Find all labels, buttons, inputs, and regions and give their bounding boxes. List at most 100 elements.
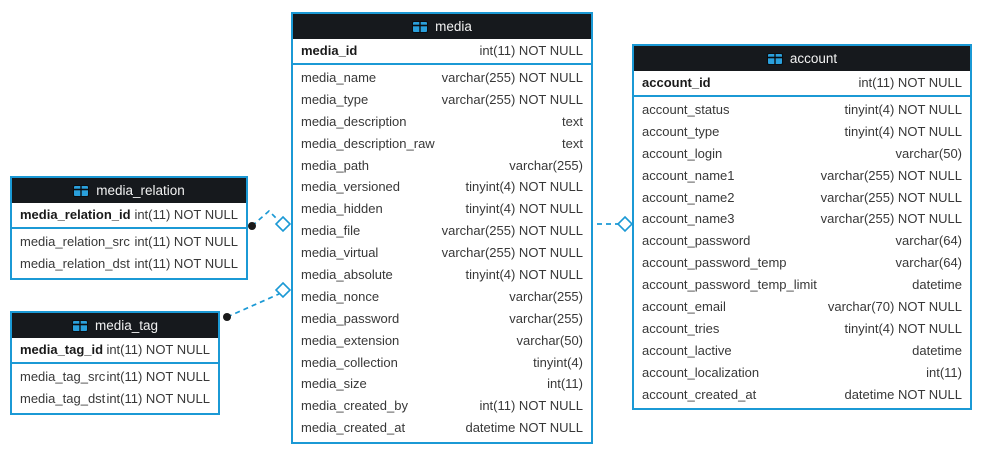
table-title: media_tag — [94, 318, 159, 333]
table-row[interactable]: account_name2 varchar(255) NOT NULL — [634, 187, 970, 209]
table-row[interactable]: account_localization int(11) — [634, 362, 970, 384]
relation-endpoint-diamond — [274, 281, 292, 299]
column-type: int(11) NOT NULL — [106, 390, 210, 406]
table-header[interactable]: account — [634, 46, 970, 71]
column-type: varchar(64) — [895, 255, 962, 271]
table-row[interactable]: media_collection tinyint(4) — [293, 352, 591, 374]
column-name: media_created_by — [301, 398, 408, 414]
column-name: media_size — [301, 376, 367, 392]
column-name: media_nonce — [301, 288, 380, 304]
column-type: tinyint(4) NOT NULL — [844, 320, 962, 336]
column-name: account_localization — [642, 364, 760, 380]
column-type: varchar(255) — [509, 288, 583, 304]
relation-endpoint-diamond — [616, 215, 634, 233]
table-row[interactable]: media_type varchar(255) NOT NULL — [293, 89, 591, 111]
column-name: account_login — [642, 145, 723, 161]
column-type: tinyint(4) NOT NULL — [465, 267, 583, 283]
column-name: media_versioned — [301, 179, 401, 195]
column-type: varchar(255) NOT NULL — [820, 189, 962, 205]
table-media-relation[interactable]: media_relation media_relation_id int(11)… — [10, 176, 248, 280]
column-name: account_password_temp — [642, 255, 787, 271]
column-name: media_relation_id — [20, 207, 131, 222]
column-type: varchar(255) NOT NULL — [441, 223, 583, 239]
relation-media-tag-to-media[interactable] — [223, 281, 292, 321]
table-account[interactable]: account account_id int(11) NOT NULL acco… — [632, 44, 972, 411]
table-media-tag[interactable]: media_tag media_tag_id int(11) NOT NULL … — [10, 311, 220, 415]
table-title: media — [435, 19, 472, 34]
column-name: media_name — [301, 70, 377, 85]
column-type: varchar(255) NOT NULL — [441, 70, 583, 85]
column-name: media_id — [301, 43, 358, 58]
primary-key-row[interactable]: media_id int(11) NOT NULL — [293, 39, 591, 65]
primary-key-row[interactable]: account_id int(11) NOT NULL — [634, 71, 970, 97]
relation-media-relation-to-media[interactable] — [248, 209, 292, 233]
column-type: int(11) NOT NULL — [134, 255, 238, 271]
table-row[interactable]: account_password_temp varchar(64) — [634, 252, 970, 274]
column-type: text — [562, 135, 583, 151]
column-name: media_tag_src — [20, 369, 106, 384]
column-type: varchar(255) — [509, 310, 583, 326]
table-grid-icon — [73, 184, 90, 197]
column-type: int(11) NOT NULL — [106, 369, 210, 384]
table-header[interactable]: media_tag — [12, 313, 218, 338]
column-name: media_password — [301, 310, 400, 326]
column-type: int(11) NOT NULL — [479, 43, 583, 58]
column-name: account_id — [642, 75, 711, 90]
column-name: media_created_at — [301, 420, 406, 436]
column-name: media_collection — [301, 354, 398, 370]
column-type: tinyint(4) — [533, 354, 583, 370]
table-row[interactable]: media_password varchar(255) — [293, 308, 591, 330]
primary-key-row[interactable]: media_tag_id int(11) NOT NULL — [12, 338, 218, 364]
column-name: media_virtual — [301, 245, 379, 261]
table-row[interactable]: media_nonce varchar(255) — [293, 286, 591, 308]
relation-endpoint-dot — [223, 313, 231, 321]
column-type: int(11) — [926, 364, 962, 380]
table-row[interactable]: media_name varchar(255) NOT NULL — [293, 67, 591, 89]
column-name: media_extension — [301, 332, 400, 348]
column-name: media_tag_id — [20, 342, 104, 357]
column-type: varchar(255) NOT NULL — [441, 91, 583, 107]
primary-key-row[interactable]: media_relation_id int(11) NOT NULL — [12, 203, 246, 229]
column-name: account_password_temp_limit — [642, 277, 817, 293]
column-type: varchar(64) — [895, 233, 962, 249]
column-name: media_type — [301, 91, 369, 107]
table-media[interactable]: media media_id int(11) NOT NULL media_na… — [291, 12, 593, 445]
table-header[interactable]: media_relation — [12, 178, 246, 203]
column-name: media_description — [301, 113, 407, 129]
column-name: media_relation_dst — [20, 255, 130, 271]
column-name: account_name2 — [642, 189, 735, 205]
column-type: int(11) NOT NULL — [858, 75, 962, 90]
column-type: int(11) NOT NULL — [134, 234, 238, 249]
table-header[interactable]: media — [293, 14, 591, 39]
